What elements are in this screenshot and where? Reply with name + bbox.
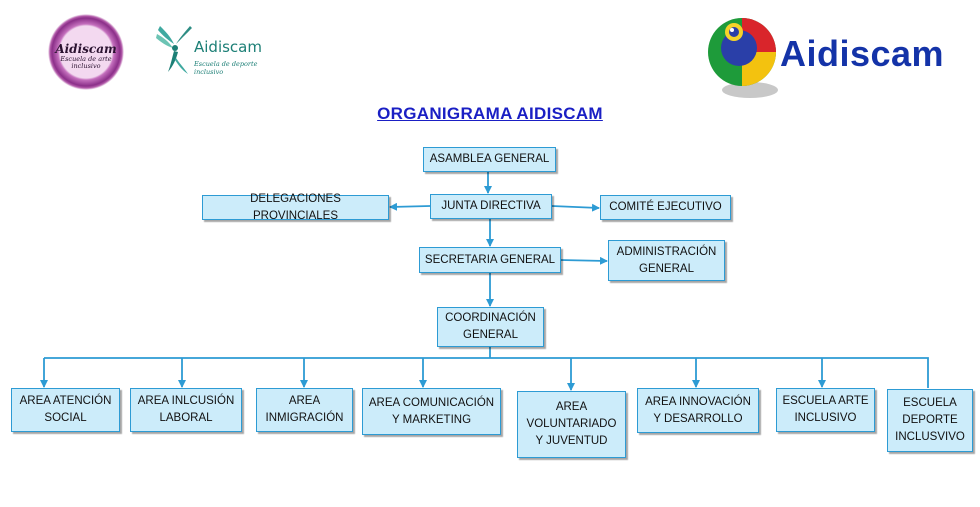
node-label-line: INCLUSVIVO (895, 431, 965, 443)
node-label-line: SECRETARIA GENERAL (424, 253, 556, 266)
node-label-line: GENERAL (639, 262, 694, 275)
node-asamblea-general: ASAMBLEA GENERAL (423, 147, 556, 172)
node-label: ESCUELA DEPORTE INCLUSVIVO (895, 395, 965, 446)
node-label: AREA VOLUNTARIADO Y JUVENTUD (527, 399, 617, 450)
logo-left-name: Aidiscam (55, 42, 117, 56)
node-label-line: AREA INLCUSIÓN (137, 395, 235, 407)
node-secretaria-general: SECRETARIA GENERAL (419, 247, 561, 273)
node-comite-ejecutivo: COMITÉ EJECUTIVO (600, 195, 731, 220)
node-area-comunicacion-marketing: AREA COMUNICACIÓN Y MARKETING (362, 388, 501, 435)
node-label-line: INMIGRACIÓN (265, 412, 344, 424)
node-escuela-arte-inclusivo: ESCUELA ARTE INCLUSIVO (776, 388, 875, 432)
node-label: AREA COMUNICACIÓN Y MARKETING (369, 395, 494, 429)
node-area-inmigracion: AREA INMIGRACIÓN (256, 388, 353, 432)
node-label-line: DELEGACIONES PROVINCIALES (250, 192, 341, 222)
node-label: COORDINACIÓN GENERAL (445, 310, 536, 344)
node-label: AREA ATENCIÓN SOCIAL (20, 393, 112, 427)
node-escuela-deporte-inclusivo: ESCUELA DEPORTE INCLUSVIVO (887, 389, 973, 452)
node-label: JUNTA DIRECTIVA (441, 198, 540, 215)
node-label: AREA INMIGRACIÓN (266, 393, 344, 427)
node-coordinacion-general: COORDINACIÓN GENERAL (437, 307, 544, 347)
node-label-line: ESCUELA ARTE (782, 395, 869, 407)
node-area-innovacion-desarrollo: AREA INNOVACIÓN Y DESARROLLO (637, 388, 759, 433)
node-label: SECRETARIA GENERAL (425, 252, 555, 269)
node-label-line: LABORAL (159, 412, 213, 424)
page-title: ORGANIGRAMA AIDISCAM (377, 104, 603, 123)
logo-right-name: Aidiscam (780, 33, 945, 74)
arrow-junta-delegaciones (389, 202, 431, 211)
node-label-line: Y DESARROLLO (653, 412, 743, 425)
node-administracion-general: ADMINISTRACIÓN GENERAL (608, 240, 725, 281)
node-label-line: VOLUNTARIADO (526, 418, 617, 430)
aidiscam-deporte-logo: Aidiscam Escuela de deporte inclusivo (154, 22, 274, 82)
node-label: ADMINISTRACIÓN GENERAL (617, 244, 717, 278)
node-label-line: INCLUSIVO (794, 412, 857, 424)
aidiscam-arte-logo: Aidiscam Escuela de arte inclusivo (48, 14, 124, 90)
node-label-line: SOCIAL (44, 412, 87, 424)
node-label: AREA INNOVACIÓN Y DESARROLLO (645, 394, 751, 428)
node-area-atencion-social: AREA ATENCIÓN SOCIAL (11, 388, 120, 432)
arrow-secretaria-administracion (559, 256, 608, 265)
node-delegaciones-provinciales: DELEGACIONES PROVINCIALES (202, 193, 389, 222)
node-label-line: GENERAL (463, 329, 518, 341)
node-label-line: ESCUELA (903, 397, 957, 409)
node-label-line: AREA COMUNICACIÓN (368, 396, 495, 409)
logo-left-subtitle: Escuela de arte inclusivo (60, 55, 112, 70)
node-label-line: AREA ATENCIÓN (19, 395, 112, 407)
node-label: DELEGACIONES PROVINCIALES (207, 191, 384, 225)
arrow-junta-comite (551, 203, 600, 212)
node-label-line: AREA (288, 395, 321, 407)
node-label: ASAMBLEA GENERAL (430, 151, 550, 168)
node-label-line: AREA (555, 401, 588, 413)
node-label-line: COMITÉ EJECUTIVO (609, 201, 722, 213)
node-label: ESCUELA ARTE INCLUSIVO (782, 393, 868, 427)
node-junta-directiva: JUNTA DIRECTIVA (430, 194, 552, 219)
node-area-inclusion-laboral: AREA INLCUSIÓN LABORAL (130, 388, 242, 432)
logo-middle-subtitle: Escuela de deporte inclusivo (194, 60, 258, 76)
node-label-line: ADMINISTRACIÓN (616, 245, 717, 258)
dancing-figure-icon (156, 26, 192, 74)
node-label-line: Y JUVENTUD (535, 435, 608, 447)
watercolor-ring-icon (48, 14, 124, 90)
colorful-circle-icon (708, 18, 778, 98)
line-bus (44, 357, 929, 388)
node-label-line: AREA INNOVACIÓN (645, 395, 751, 408)
node-label-line: DEPORTE (902, 414, 958, 426)
node-label: AREA INLCUSIÓN LABORAL (138, 393, 235, 427)
logo-middle-name: Aidiscam (194, 38, 262, 56)
node-label-line: Y MARKETING (391, 413, 472, 426)
node-area-voluntariado-juventud: AREA VOLUNTARIADO Y JUVENTUD (517, 391, 626, 458)
node-label-line: ASAMBLEA GENERAL (429, 153, 550, 165)
node-label: COMITÉ EJECUTIVO (609, 199, 721, 216)
node-label-line: JUNTA DIRECTIVA (441, 200, 541, 212)
node-label-line: COORDINACIÓN (445, 312, 536, 324)
aidiscam-main-logo: Aidiscam (706, 14, 946, 104)
